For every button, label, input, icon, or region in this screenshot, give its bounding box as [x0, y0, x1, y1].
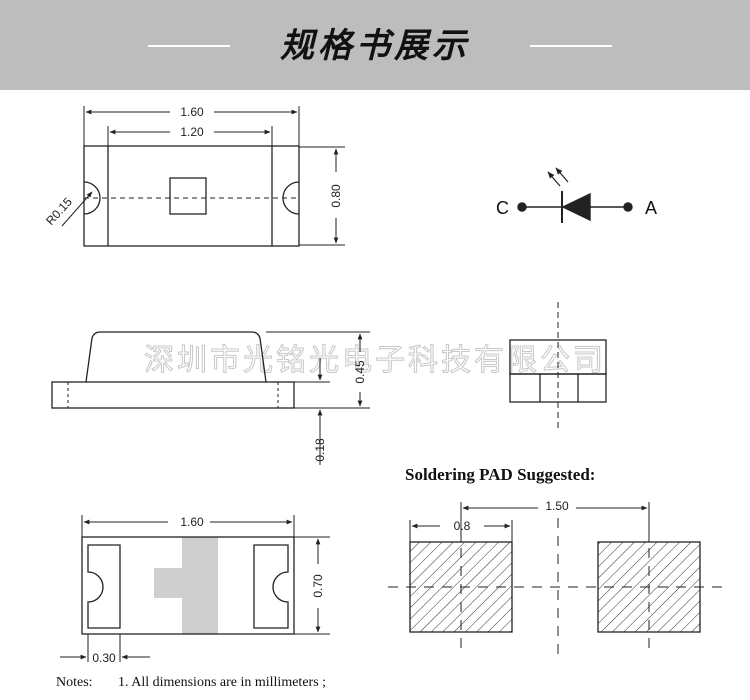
notes-label: Notes: [56, 675, 93, 690]
symbol-triangle [561, 192, 591, 222]
banner-line-right [530, 45, 612, 47]
banner-title: 规格书展示 [280, 26, 470, 66]
notes-item-1: 1. All dimensions are in millimeters ; [118, 675, 326, 690]
top-view-body [83, 145, 300, 247]
bottom-view-terminal-right [253, 544, 289, 629]
top-view [61, 106, 345, 247]
bottom-view-lens-fill [182, 537, 218, 634]
watermark-text: 深圳市光铭光电子科技有限公司 [144, 343, 606, 378]
top-dim-inner: 1.20 [180, 125, 204, 139]
top-view-chip [169, 177, 207, 215]
side-view-base [51, 381, 295, 409]
pad-dim-pad-width: 0.8 [454, 519, 471, 533]
pad-dim-span: 1.50 [545, 499, 569, 513]
soldering-pad [388, 502, 722, 658]
bottom-view-body [81, 536, 295, 635]
side-view-lens [85, 331, 267, 383]
symbol-cathode-label: C [496, 198, 509, 218]
bottom-dim-height: 0.70 [311, 574, 325, 598]
side-view [51, 331, 370, 465]
side-dim-total-height: 0.45 [353, 360, 367, 384]
side-dim-base-height: 0.18 [313, 438, 327, 462]
banner-line-left [148, 45, 230, 47]
bottom-view-terminal-left [87, 544, 121, 629]
pad-title: Soldering PAD Suggested: [405, 465, 595, 484]
top-view-notch-left [83, 181, 101, 215]
bottom-dim-terminal: 0.30 [92, 651, 116, 665]
top-dim-length: 1.60 [180, 105, 204, 119]
end-view [509, 302, 607, 430]
bottom-view [60, 515, 330, 662]
symbol-anode-label: A [645, 198, 657, 218]
top-dim-height: 0.80 [329, 184, 343, 208]
header-banner: 规格书展示 [0, 0, 750, 90]
diode-symbol [517, 167, 633, 223]
spec-drawing: 深圳市光铭光电子科技有限公司 1.60 1.20 0.80 R0.15 [43, 105, 722, 690]
top-dim-radius: R0.15 [43, 195, 75, 228]
bottom-dim-length: 1.60 [180, 515, 204, 529]
